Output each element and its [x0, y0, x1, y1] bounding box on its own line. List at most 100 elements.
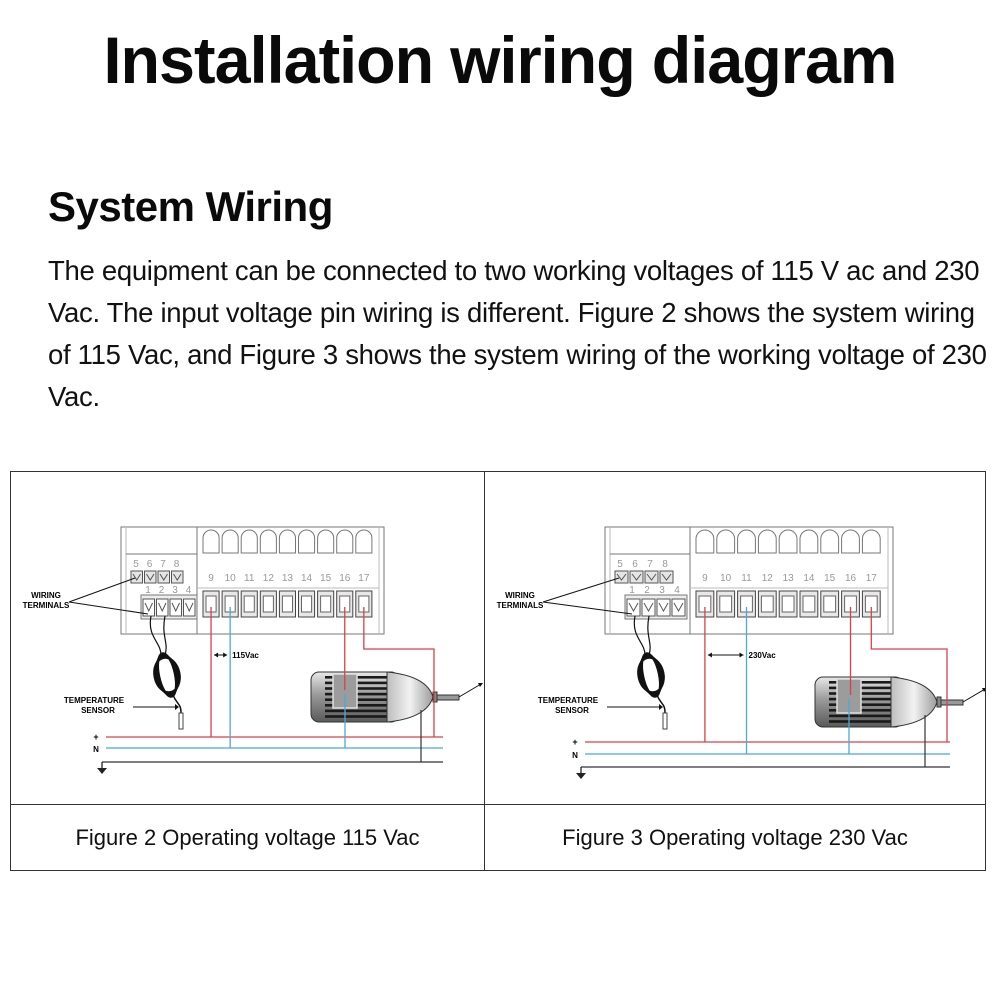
temperature-sensor-label: SENSOR	[555, 706, 589, 715]
terminal-screw-mark	[159, 573, 168, 581]
wiring-terminals-label: TERMINALS	[23, 601, 70, 610]
motor-end-cap	[386, 671, 434, 723]
terminal-number: 10	[225, 573, 237, 584]
terminal-number: 11	[741, 573, 752, 584]
wiring-terminals-label: TERMINALS	[497, 601, 544, 610]
arrowhead	[707, 652, 712, 658]
terminal-screw-mark	[171, 602, 180, 613]
terminal-number: 14	[301, 573, 313, 584]
motor-fin	[325, 715, 387, 718]
terminal-screw	[629, 570, 644, 584]
terminal-number: 12	[762, 573, 774, 584]
terminal-cover-arch	[695, 529, 715, 554]
wiring-terminals-label: WIRING	[31, 591, 61, 600]
arrowhead	[739, 652, 744, 658]
terminal-screw-mark	[616, 573, 627, 581]
terminal-screw-mark	[173, 573, 182, 581]
ground-icon	[576, 773, 586, 779]
temperature-sensor-label: SENSOR	[81, 706, 115, 715]
terminal-number: 4	[186, 585, 192, 596]
terminal-screw-mark	[631, 573, 642, 581]
wiring-terminals-pointer	[542, 577, 620, 603]
terminal-number: 10	[720, 573, 732, 584]
terminal-screw-mark	[643, 602, 654, 613]
terminal-cover-arch	[221, 529, 239, 554]
terminal-screw	[626, 598, 641, 617]
terminal-cover-arch	[841, 529, 860, 554]
load-pointer	[962, 688, 986, 703]
neutral-bus-label: N	[572, 751, 578, 760]
terminal-screw	[130, 570, 143, 584]
terminal-number: 13	[783, 573, 795, 584]
terminal-cover-arch	[240, 529, 258, 554]
terminal-number: 2	[644, 585, 650, 596]
terminal-cover-arch	[336, 529, 354, 554]
terminal-screw-inner	[281, 595, 293, 613]
terminal-number: 16	[845, 573, 857, 584]
terminal-cover-arch	[278, 529, 296, 554]
table-column-divider	[484, 472, 485, 870]
terminal-screw-mark	[185, 602, 194, 613]
terminal-number: 16	[339, 573, 351, 584]
live-bus-label: +	[93, 732, 98, 742]
terminal-screw-inner	[301, 595, 313, 613]
terminal-cover-arch	[259, 529, 277, 554]
sensor-cable	[172, 694, 182, 714]
terminal-screw-mark	[132, 573, 141, 581]
motor-fin	[829, 720, 891, 723]
terminal-cover-arch	[317, 529, 335, 554]
terminal-screw-mark	[144, 602, 153, 613]
terminal-screw-mark	[628, 602, 639, 613]
terminal-number: 2	[159, 585, 165, 596]
motor-shaft	[940, 699, 964, 706]
terminal-number: 8	[174, 559, 180, 570]
description-paragraph: The equipment can be connected to two wo…	[48, 255, 987, 412]
terminal-screw-inner	[320, 595, 332, 613]
terminal-screw-inner	[823, 595, 837, 613]
terminal-cover-arch	[799, 529, 819, 554]
terminal-screw-mark	[661, 573, 672, 581]
terminal-cover-arch	[820, 529, 840, 554]
terminal-screw	[659, 570, 674, 584]
terminal-screw	[142, 598, 155, 617]
sensor-cable-coil	[637, 656, 665, 694]
sensor-cable-coil	[639, 653, 663, 697]
terminal-cover-arch	[737, 529, 756, 554]
terminal-screw	[656, 598, 671, 617]
terminal-screw-mark	[673, 602, 684, 613]
sensor-cable-coil	[640, 652, 662, 698]
terminal-number: 1	[145, 585, 151, 596]
terminal-screw-inner	[719, 595, 733, 613]
terminal-number: 13	[282, 573, 294, 584]
terminal-cover-arch	[298, 529, 316, 554]
terminal-number: 9	[208, 573, 214, 584]
terminal-screw	[156, 598, 169, 617]
wiring-terminals-pointer	[68, 577, 136, 603]
temperature-sensor-label: TEMPERATURE	[64, 696, 125, 705]
terminal-screw-mark	[646, 573, 657, 581]
terminal-screw-mark	[658, 602, 669, 613]
page-title: Installation wiring diagram	[103, 23, 898, 97]
terminal-screw	[171, 570, 184, 584]
motor-fin	[325, 709, 387, 713]
ground-icon	[97, 768, 107, 774]
terminal-number: 17	[358, 573, 370, 584]
terminal-screw	[614, 570, 629, 584]
terminal-screw	[169, 598, 182, 617]
sensor-cable	[647, 615, 651, 656]
terminal-number: 9	[702, 573, 708, 584]
sensor-cable-coil	[153, 656, 181, 694]
terminal-cover-arch	[202, 529, 220, 554]
terminal-number: 15	[824, 573, 836, 584]
sensor-cable-coil	[156, 652, 178, 698]
terminal-number: 3	[172, 585, 178, 596]
live-bus-label: +	[572, 737, 577, 747]
terminal-screw	[671, 598, 686, 617]
terminal-screw-inner	[802, 595, 816, 613]
voltage-label: 230Vac	[749, 651, 777, 660]
sensor-cable-coil	[638, 655, 664, 695]
